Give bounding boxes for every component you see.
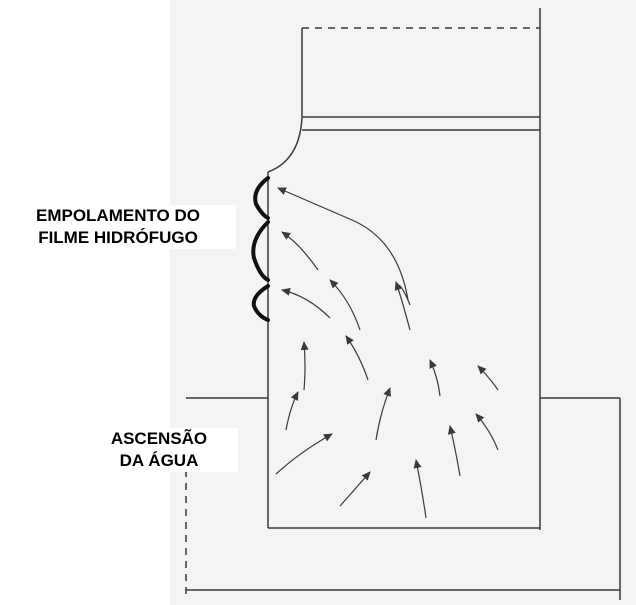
water-arrow-9	[429, 359, 441, 397]
water-arrow-8	[300, 341, 309, 391]
blister-label-line2: FILME HIDRÓFUGO	[38, 228, 198, 247]
water-arrow-10	[477, 365, 499, 391]
blister-bulge-3	[251, 284, 270, 322]
water-arrow-6	[394, 281, 411, 331]
wall-transition-curve	[267, 116, 303, 173]
water-arrow-12	[375, 387, 391, 441]
blister-label-line1: EMPOLAMENTO DO	[35, 206, 201, 225]
blister-label: EMPOLAMENTO DO FILME HIDRÓFUGO	[0, 205, 236, 249]
water-arrow-2	[281, 231, 319, 271]
water-rise-label: ASCENSÃO DA ÁGUA	[80, 428, 238, 472]
water-arrow-14	[447, 425, 461, 477]
water-arrow-13	[275, 433, 333, 475]
water-arrow-11	[285, 391, 299, 431]
water-arrow-5	[329, 279, 361, 331]
water-arrow-17	[413, 459, 427, 519]
water-arrow-16	[339, 471, 371, 507]
water-arrow-15	[475, 413, 499, 451]
blister-bulge-2	[251, 220, 270, 282]
blister-bulge-1	[253, 176, 270, 220]
water-arrow-1	[277, 187, 409, 301]
water-rise-label-line1: ASCENSÃO	[110, 429, 208, 448]
diagram-paper	[170, 0, 636, 605]
water-arrow-7	[345, 335, 369, 381]
water-arrow-4	[281, 287, 331, 319]
water-rise-label-line2: DA ÁGUA	[119, 451, 199, 470]
